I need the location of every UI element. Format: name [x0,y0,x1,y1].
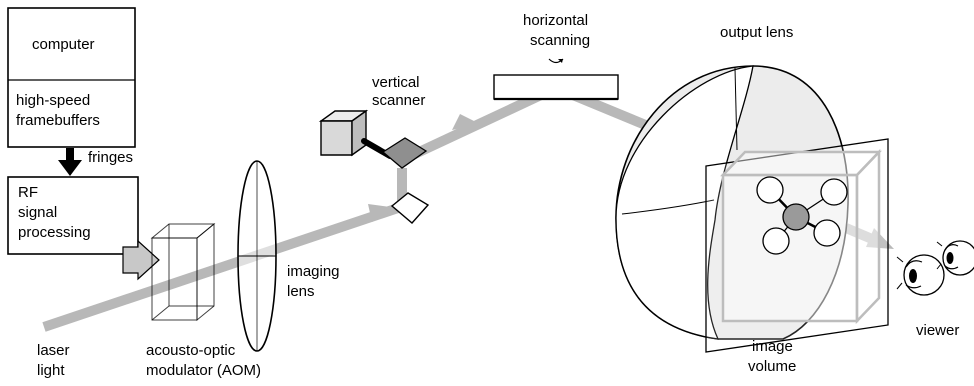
imaging-lens-label-line1: imaging [287,263,340,280]
image-volume-label-line1: image [752,338,793,355]
eye-icon [936,240,974,276]
aom-label-line2: modulator (AOM) [146,362,261,379]
framebuffers-label-line2: framebuffers [16,112,100,129]
laser-label-line2: light [37,362,65,379]
vertical-scanner [318,109,428,169]
beam-arrowhead-1 [368,204,398,222]
output-lens-label: output lens [720,24,793,41]
computer-label: computer [32,36,95,53]
image-volume-label-line2: volume [748,358,796,375]
horizontal-scanning-label-line2: scanning [530,32,590,49]
rf-label-line2: signal [18,204,57,221]
rf-box [7,176,139,255]
imaging-lens [237,160,277,352]
rf-signal-arrow [122,239,160,281]
image-volume [720,148,882,325]
aom-crystal [150,222,216,322]
rf-label-line3: processing [18,224,91,241]
computer-box [7,7,136,148]
beam-arrowhead-2 [452,114,480,130]
aom-label-line1: acousto-optic [146,342,236,359]
output-lens [615,65,849,340]
vertical-scanner-label-line2: scanner [372,92,425,109]
laser-label-line1: laser [37,342,70,359]
fold-mirror [390,192,430,224]
framebuffers-label-line1: high-speed [16,92,90,109]
vertical-scanner-label-line1: vertical [372,74,420,91]
beam-laser-to-mirror [42,203,400,332]
horizontal-scanning-label-line1: horizontal [523,12,588,29]
beam-volume-to-viewer [844,223,874,244]
imaging-lens-label-line2: lens [287,283,315,300]
rf-label-line1: RF [18,184,38,201]
horizontal-scanner [493,74,619,101]
fringes-label: fringes [88,149,133,166]
rotation-arrowhead [558,59,563,63]
viewer-label: viewer [916,322,959,339]
fringes-arrow [58,148,82,176]
sample-object [756,176,848,255]
scanner-mirror [381,137,428,169]
eye-icon [896,254,945,296]
